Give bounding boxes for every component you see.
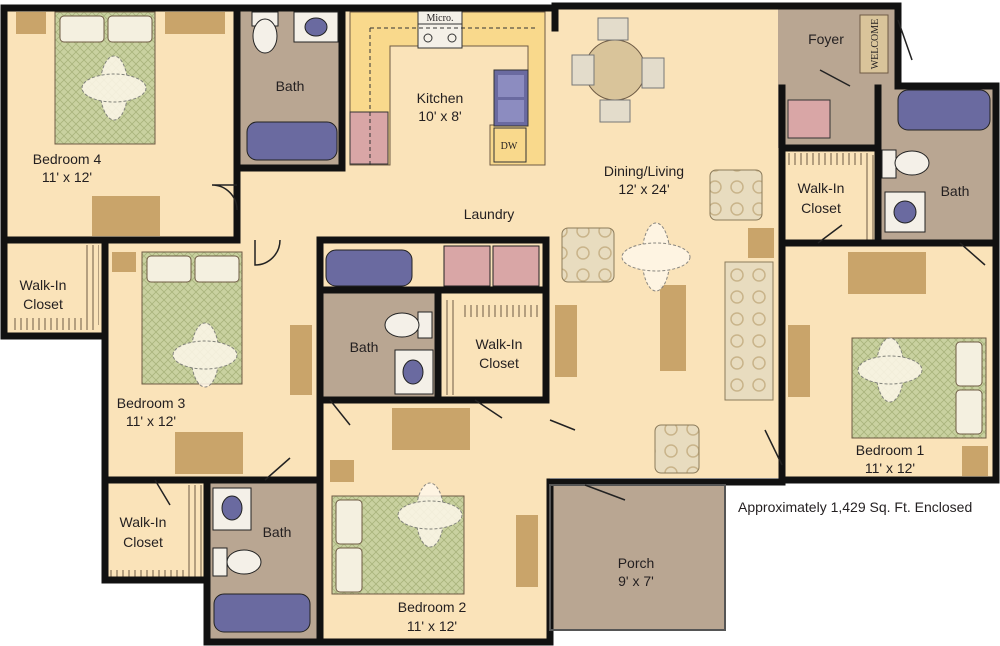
- bath-fixtures: [212, 11, 991, 633]
- bedroom2-name: Bedroom 2: [398, 599, 467, 615]
- furniture: [16, 11, 988, 595]
- porch-dims: 9' x 7': [618, 573, 654, 589]
- kitchen-counters: [349, 9, 546, 166]
- stove: [417, 21, 463, 49]
- foyer-name: Foyer: [808, 31, 844, 47]
- bedroom1-dims: 11' x 12': [865, 460, 915, 476]
- porch-rail: [549, 484, 726, 631]
- closet-mid-line1: Walk-In: [476, 336, 523, 352]
- bedroom3-dims: 11' x 12': [126, 413, 176, 429]
- door-bedroom4: [211, 184, 238, 211]
- porch-floor: [550, 485, 725, 630]
- welcome-mat-label: WELCOME: [870, 19, 881, 70]
- laundry-name: Laundry: [464, 206, 515, 222]
- dining-dims: 12' x 24': [618, 181, 669, 197]
- closet-sw-line2: Closet: [123, 534, 163, 550]
- closet-rods: [10, 153, 876, 580]
- dining-name: Dining/Living: [604, 163, 684, 179]
- doors: [154, 19, 986, 506]
- dishwasher: [493, 127, 527, 163]
- bath-mid-name: Bath: [350, 339, 379, 355]
- kitchen-dims: 10' x 8': [418, 108, 461, 124]
- porch-name: Porch: [618, 555, 655, 571]
- area-note: Approximately 1,429 Sq. Ft. Enclosed: [738, 499, 973, 515]
- closet-e-line1: Walk-In: [798, 180, 845, 196]
- closet-w-line2: Closet: [23, 296, 63, 312]
- closet-w-line1: Walk-In: [20, 277, 67, 293]
- closet-e-line2: Closet: [801, 200, 841, 216]
- kitchen-name: Kitchen: [417, 90, 464, 106]
- bedroom4-name: Bedroom 4: [33, 151, 102, 167]
- fridge: [349, 111, 389, 165]
- dw-label: DW: [501, 141, 518, 152]
- bath-top-name: Bath: [276, 78, 305, 94]
- closet-mid-line2: Closet: [479, 355, 519, 371]
- bedroom4-dims: 11' x 12': [42, 169, 92, 185]
- bedroom3-name: Bedroom 3: [117, 395, 186, 411]
- bedroom2-dims: 11' x 12': [407, 618, 457, 634]
- bath-left-name: Bath: [263, 524, 292, 540]
- bedroom1-name: Bedroom 1: [856, 442, 925, 458]
- micro-label: Micro.: [427, 13, 454, 24]
- closet-sw-line1: Walk-In: [120, 514, 167, 530]
- room-labels: Bedroom 4 11' x 12' Bath Micro. Kitchen …: [20, 13, 970, 634]
- bath-right-name: Bath: [941, 183, 970, 199]
